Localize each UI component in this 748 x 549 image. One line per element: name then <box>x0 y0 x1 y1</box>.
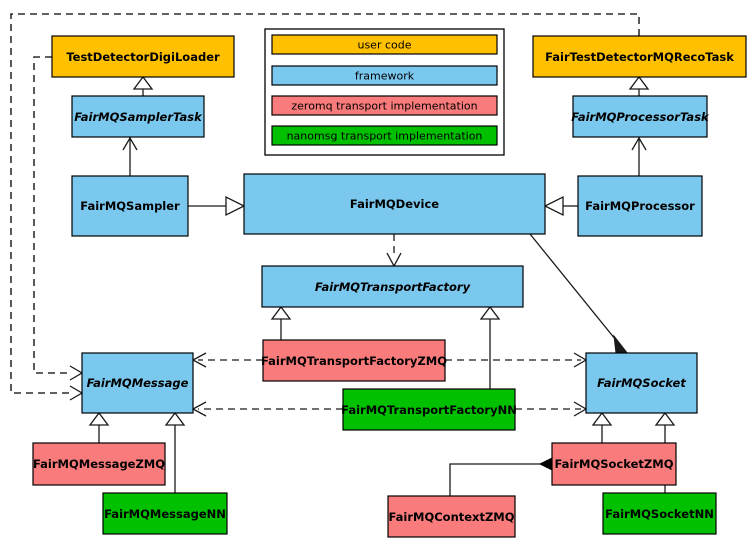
node-label: TestDetectorDigiLoader <box>66 50 220 64</box>
dependency-arrowheads-message <box>69 365 84 401</box>
legend-swatch-framework <box>271 65 498 86</box>
node-fairmqsocketnn[interactable]: FairMQSocketNN <box>602 492 717 535</box>
nodes-layer: TestDetectorDigiLoader FairMQSamplerTask… <box>32 35 747 538</box>
arrowhead-generalization <box>628 75 650 90</box>
node-box[interactable] <box>532 35 747 78</box>
node-box[interactable] <box>71 175 189 237</box>
node-label: FairMQMessageZMQ <box>33 457 165 471</box>
node-label: FairMQSampler <box>80 199 180 213</box>
arrowhead-generalization <box>543 195 564 217</box>
node-fairmqsocketzmq[interactable]: FairMQSocketZMQ <box>551 442 677 486</box>
legend-swatch-nanomsg <box>271 125 498 146</box>
arrowhead-generalization <box>270 305 292 320</box>
node-fairmqprocessortask[interactable]: FairMQProcessorTask <box>571 95 710 138</box>
node-label: FairMQSamplerTask <box>74 110 203 124</box>
node-label: FairMQTransportFactory <box>315 280 471 294</box>
node-label: FairTestDetectorMQRecoTask <box>545 50 734 64</box>
node-testdetectordigiloader[interactable]: TestDetectorDigiLoader <box>51 35 235 78</box>
node-fairmqtransportfactorynn[interactable]: FairMQTransportFactoryNN <box>341 388 517 431</box>
legend-label-user-code: user code <box>357 39 411 52</box>
node-box[interactable] <box>32 442 166 486</box>
node-box[interactable] <box>71 95 205 138</box>
node-fairmqsampler[interactable]: FairMQSampler <box>71 175 189 237</box>
arrowhead-generalization <box>225 195 246 217</box>
node-fairmqmessagezmq[interactable]: FairMQMessageZMQ <box>32 442 166 486</box>
node-label: FairMQTransportFactoryNN <box>341 403 517 417</box>
node-fairmqmessage[interactable]: FairMQMessage <box>81 352 194 414</box>
node-label: FairMQMessage <box>87 376 189 390</box>
node-label: FairMQSocket <box>597 376 686 390</box>
node-fairmqprocessor[interactable]: FairMQProcessor <box>577 175 703 237</box>
edge-contextzmq-socketzmq <box>449 463 540 496</box>
node-label: FairMQProcessorTask <box>571 110 710 124</box>
node-label: FairMQContextZMQ <box>388 510 514 524</box>
dependency-routing-frame <box>10 13 640 394</box>
legend-swatch-user-code <box>271 34 498 55</box>
node-box[interactable] <box>51 35 235 78</box>
node-label: FairMQSocketZMQ <box>555 457 674 471</box>
node-fairmqcontextzmq[interactable]: FairMQContextZMQ <box>387 495 516 538</box>
node-fairtestdetectormqrecotask[interactable]: FairTestDetectorMQRecoTask <box>532 35 747 78</box>
edge-device-socket <box>529 233 625 351</box>
arrowhead-open <box>631 136 647 151</box>
node-box[interactable] <box>585 352 698 414</box>
node-box[interactable] <box>262 339 446 382</box>
legend: user code framework zeromq transport imp… <box>264 28 505 156</box>
node-label: FairMQDevice <box>350 197 439 211</box>
arrowhead-generalization <box>654 411 676 426</box>
node-label: FairMQTransportFactoryZMQ <box>261 354 447 368</box>
arrowhead-generalization <box>164 411 186 426</box>
node-box[interactable] <box>387 495 516 538</box>
node-box[interactable] <box>342 388 516 431</box>
node-box[interactable] <box>577 175 703 237</box>
arrowhead-generalization <box>88 411 110 426</box>
arrowhead-generalization <box>591 411 613 426</box>
node-box[interactable] <box>551 442 677 486</box>
legend-label-nanomsg: nanomsg transport implementation <box>287 130 483 143</box>
node-label: FairMQMessageNN <box>104 507 226 521</box>
arrowhead-generalization <box>479 305 501 320</box>
node-fairmqsocket[interactable]: FairMQSocket <box>585 352 698 414</box>
node-fairmqtransportfactoryzmq[interactable]: FairMQTransportFactoryZMQ <box>261 339 447 382</box>
node-box[interactable] <box>602 492 717 535</box>
arrowhead-solid <box>613 334 630 355</box>
node-box[interactable] <box>81 352 194 414</box>
node-box[interactable] <box>243 173 546 235</box>
legend-swatch-zeromq <box>271 95 498 116</box>
node-box[interactable] <box>261 265 524 308</box>
node-box[interactable] <box>572 95 708 138</box>
arrowhead-open <box>122 136 138 151</box>
arrowhead-generalization <box>132 75 154 90</box>
arrowhead-open <box>386 252 402 268</box>
node-fairmqdevice[interactable]: FairMQDevice <box>243 173 546 235</box>
node-box[interactable] <box>102 492 228 535</box>
node-label: FairMQSocketNN <box>605 507 714 521</box>
edges-layer <box>88 75 676 496</box>
node-fairmqmessagenn[interactable]: FairMQMessageNN <box>102 492 228 535</box>
node-fairmqtransportfactory[interactable]: FairMQTransportFactory <box>261 265 524 308</box>
node-fairmqsamplertask[interactable]: FairMQSamplerTask <box>71 95 205 138</box>
legend-label-framework: framework <box>355 70 415 83</box>
legend-label-zeromq: zeromq transport implementation <box>291 100 477 113</box>
node-label: FairMQProcessor <box>585 199 695 213</box>
